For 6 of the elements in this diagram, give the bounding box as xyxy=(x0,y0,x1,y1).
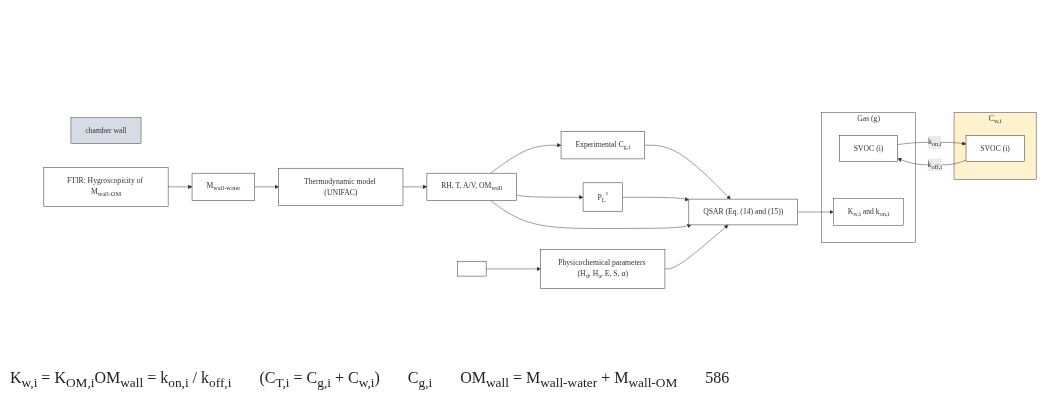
node-box xyxy=(457,261,487,277)
label-text: OM$_{wall}$ = M$_{wall-water}$ + M$_{wall-OM}$ xyxy=(460,368,678,391)
label-text: C$_{g,i}$ xyxy=(407,368,433,391)
label-text: 586 xyxy=(705,368,730,387)
label-text: K$_{w,i}$ = K$_{OM,i}$OM$_{wall}$ = k$_{on,i}$ / k$_{off,i}$ xyxy=(10,368,232,391)
label-text: (C$_{T,i}$ = C$_{g,i}$ + C$_{w,i}$) xyxy=(259,368,380,391)
